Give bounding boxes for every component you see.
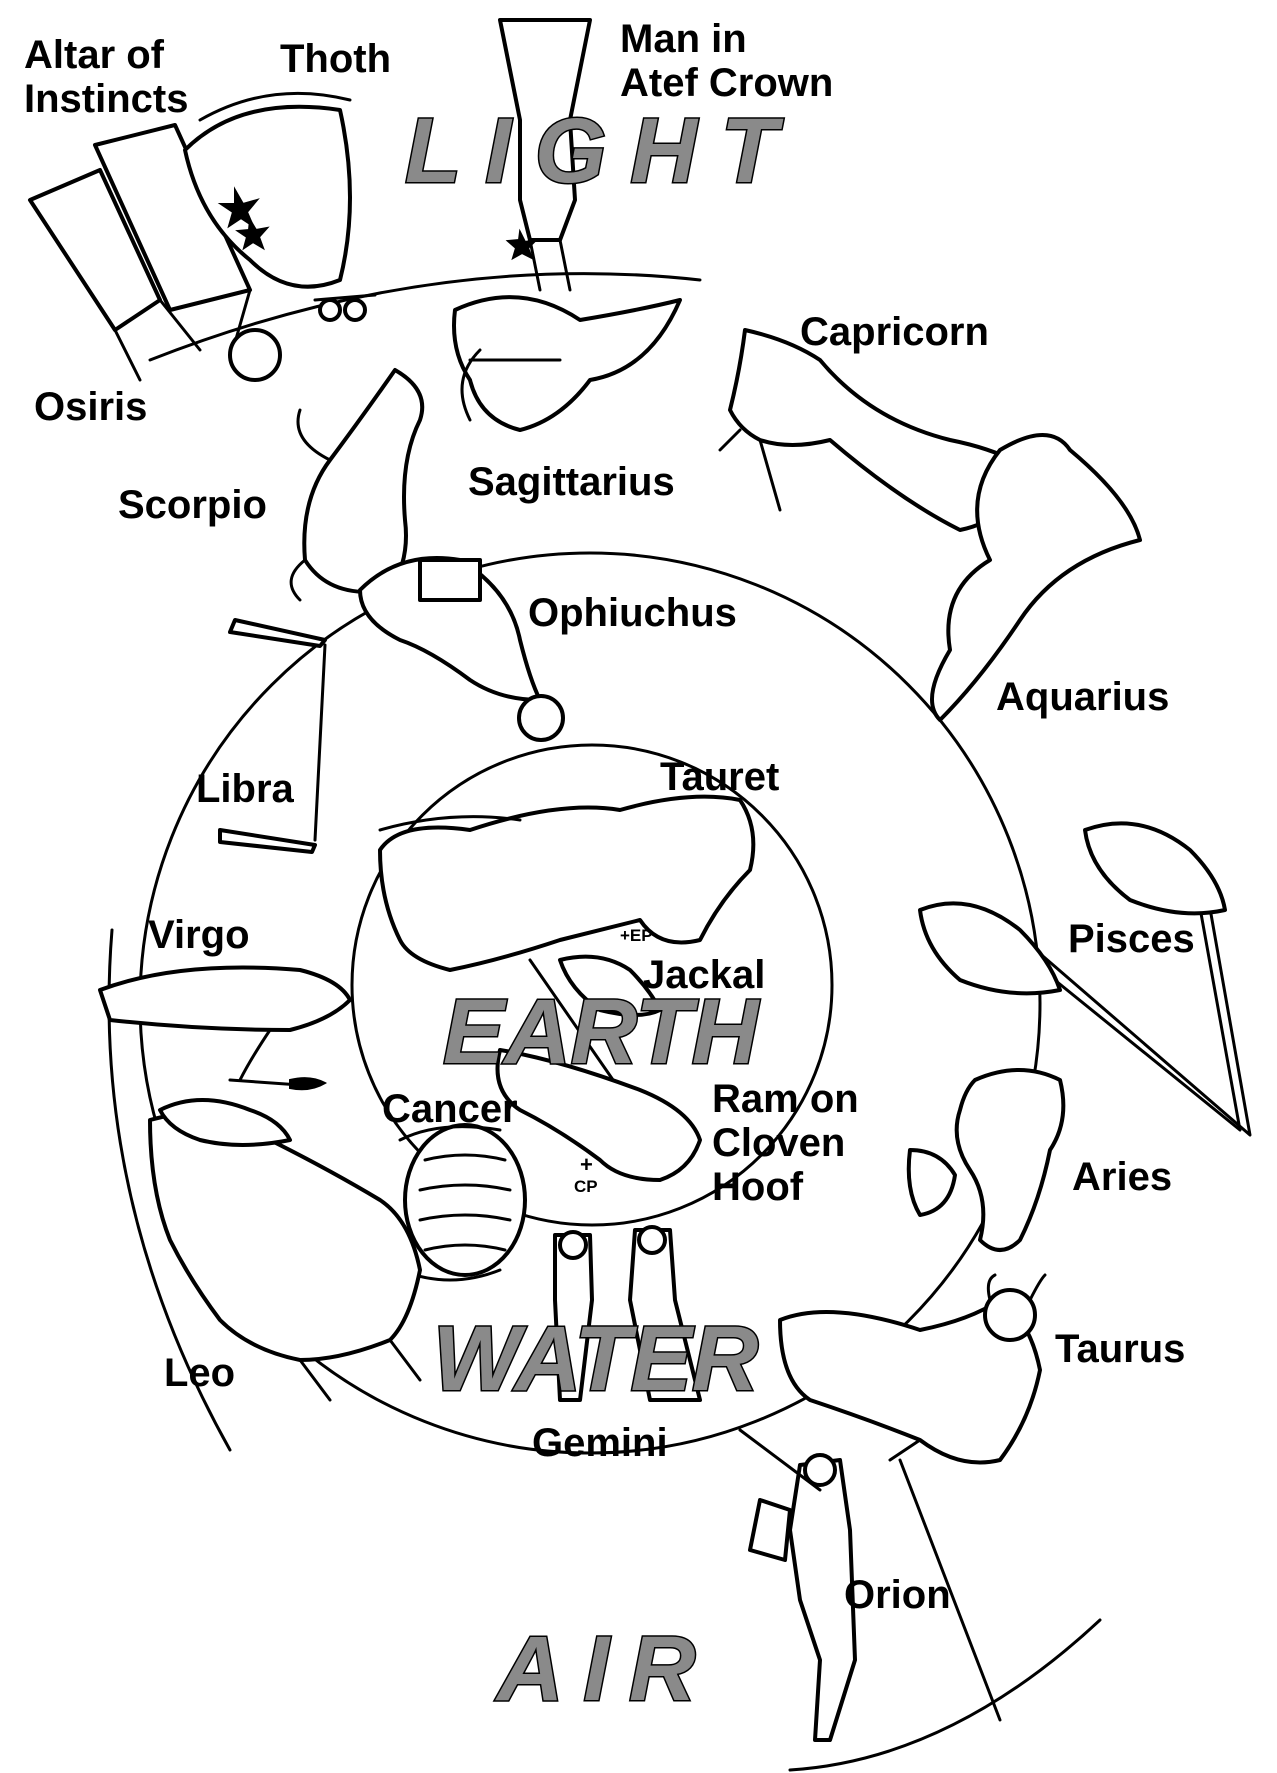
label-taurus: Taurus (1055, 1327, 1185, 1371)
label-orion: Orion (844, 1573, 951, 1617)
gemini-figure (553, 1225, 702, 1402)
label-jackal: Jackal (643, 953, 765, 997)
sagittarius-figure (452, 295, 682, 432)
label-leo: Leo (164, 1351, 235, 1395)
ram-on-cloven-hoof-figure (495, 1048, 702, 1182)
outer-arc-light (148, 272, 702, 362)
label-cancer: Cancer (382, 1087, 518, 1131)
element-air: AIR (495, 1618, 715, 1720)
inner-circle-earth (350, 743, 834, 1227)
taurus-figure (778, 1273, 1047, 1465)
virgo-figure (98, 965, 352, 1091)
pisces-figure (918, 821, 1227, 996)
label-gemini: Gemini (532, 1421, 668, 1465)
thoth-figure (183, 91, 352, 289)
element-light: LIGHT (405, 100, 801, 202)
ophiuchus-figure (358, 556, 565, 742)
capricorn-figure (718, 328, 1032, 532)
label-aquarius: Aquarius (996, 675, 1169, 719)
label-ep: +EP (620, 926, 653, 945)
label-line: Atef Crown (620, 61, 833, 105)
label-line: Cloven (712, 1121, 845, 1165)
label-line: Ram on (712, 1077, 859, 1121)
label-tauret: Tauret (660, 755, 779, 799)
label-cp-plus: + (580, 1152, 593, 1177)
cancer-figure (398, 1123, 527, 1282)
leo-figure (148, 1098, 422, 1402)
aquarius-figure (930, 433, 1142, 722)
label-thoth: Thoth (280, 37, 391, 81)
label-line: Man in (620, 17, 747, 61)
element-earth: EARTH (443, 981, 761, 1083)
outer-arc-air (788, 1618, 1102, 1772)
tauret-figure (378, 794, 756, 972)
aries-figure (906, 1068, 1066, 1252)
element-water: WATER (433, 1308, 758, 1410)
label-ophiuchus: Ophiuchus (528, 591, 737, 635)
altar-of-instincts-figure (28, 123, 252, 382)
osiris-chariot-wheels (313, 293, 377, 322)
label-line: Instincts (24, 77, 188, 121)
label-line: Hoof (712, 1165, 804, 1209)
label-libra: Libra (196, 767, 295, 811)
label-scorpio: Scorpio (118, 483, 267, 527)
label-capricorn: Capricorn (800, 310, 989, 354)
pisces-cord (1028, 878, 1252, 1137)
label-pisces: Pisces (1068, 917, 1195, 961)
label-sagittarius: Sagittarius (468, 460, 675, 504)
orion-figure (738, 1428, 1002, 1742)
libra-figure (218, 618, 327, 854)
label-virgo: Virgo (148, 913, 250, 957)
pisces-cord-2 (1028, 878, 1242, 1132)
label-line: Altar of (24, 33, 165, 77)
label-cp: CP (574, 1177, 598, 1196)
label-osiris: Osiris (34, 385, 147, 429)
osiris-disk (228, 328, 282, 382)
label-aries: Aries (1072, 1155, 1172, 1199)
man-in-atef-crown-figure (498, 18, 592, 292)
jackal-figure (528, 954, 662, 1092)
